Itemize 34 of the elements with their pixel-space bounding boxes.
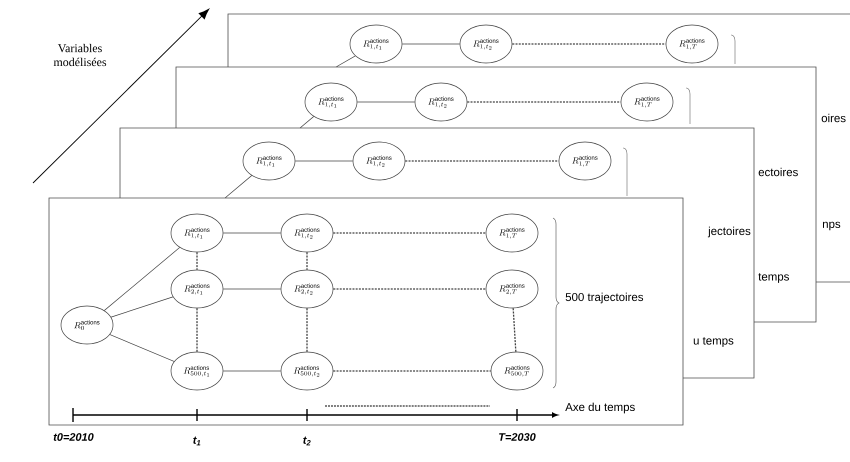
connector bbox=[224, 175, 252, 198]
connector bbox=[300, 116, 314, 128]
text-label: Axe du temps bbox=[565, 402, 635, 414]
text-label: 500 trajectoires bbox=[566, 292, 644, 304]
connector bbox=[295, 160, 353, 162]
connector bbox=[104, 247, 180, 311]
tick-label: t0=2010 bbox=[54, 433, 94, 441]
connector bbox=[333, 232, 486, 234]
text-label: oires bbox=[822, 114, 846, 122]
connector bbox=[512, 43, 666, 45]
connector bbox=[196, 308, 198, 352]
connector bbox=[306, 308, 308, 352]
text-label: ectoires bbox=[758, 168, 798, 176]
connector bbox=[333, 288, 486, 290]
connector bbox=[306, 252, 308, 270]
text-label: nps bbox=[822, 222, 840, 230]
tick-label: t$_{2}$ bbox=[303, 436, 311, 446]
axis-label: Variables modélisées bbox=[54, 44, 106, 66]
text-label: jectoires bbox=[708, 226, 750, 238]
connector bbox=[512, 308, 516, 352]
connector bbox=[110, 334, 174, 362]
text-label: u temps bbox=[694, 337, 734, 347]
connector bbox=[110, 296, 174, 318]
connector bbox=[223, 232, 281, 234]
text-label: temps bbox=[758, 273, 789, 283]
connector bbox=[405, 160, 559, 162]
connector bbox=[223, 288, 281, 290]
tick-label: T=2030 bbox=[499, 433, 536, 441]
connector bbox=[336, 56, 356, 68]
connector bbox=[467, 101, 621, 103]
tick-label: t$_{1}$ bbox=[193, 436, 200, 446]
connector bbox=[223, 370, 281, 372]
connector bbox=[333, 370, 491, 372]
connector bbox=[196, 252, 198, 270]
